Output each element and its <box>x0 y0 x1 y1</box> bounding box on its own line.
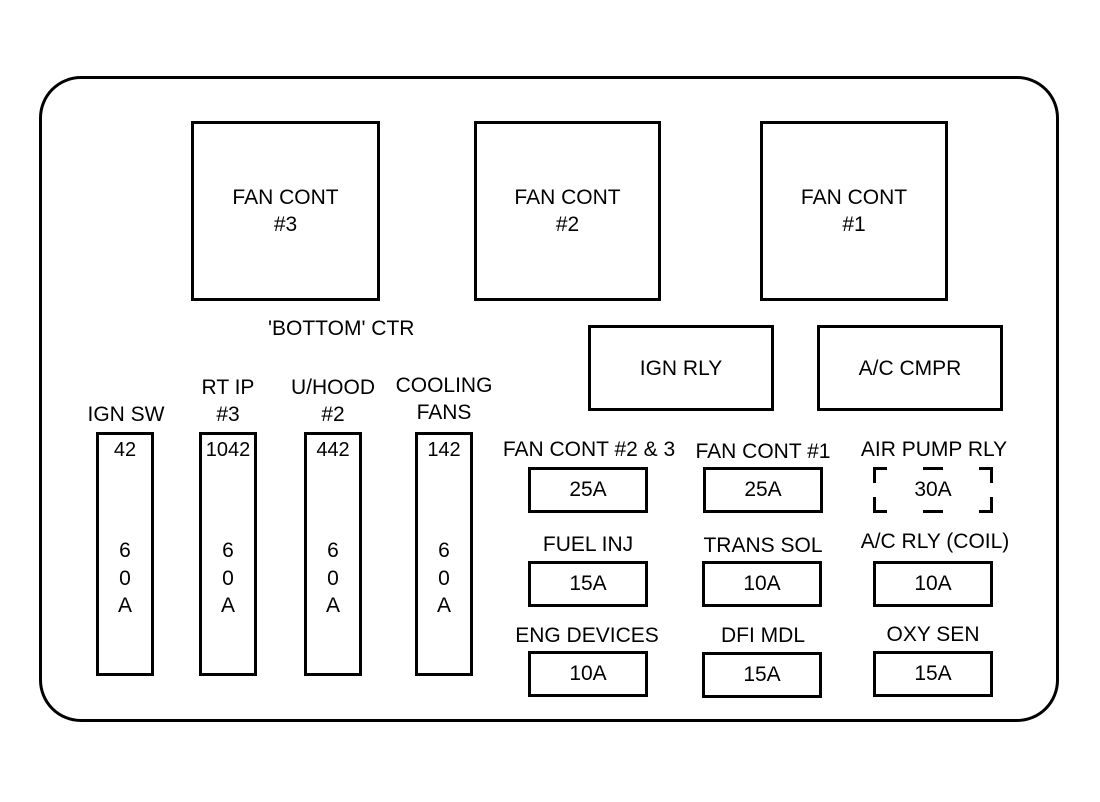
mini-fuse-fan-cont-1: 25A <box>703 467 823 513</box>
rating-char: 6 <box>222 539 234 562</box>
relay-ign: IGN RLY <box>588 325 774 411</box>
fuse-label-trans-sol: TRANS SOL <box>703 534 823 557</box>
title-line-1 <box>75 374 177 401</box>
fuse-label-eng-devices: ENG DEVICES <box>515 624 659 647</box>
relay-number: #3 <box>273 213 298 236</box>
title-line-2: FANS <box>416 401 472 424</box>
fuse-rating: 25A <box>569 478 607 501</box>
mini-fuse-eng-devices: 10A <box>528 651 648 697</box>
maxi-fuse-title: IGN SW <box>75 374 177 428</box>
fuse-code: 1042 <box>205 439 251 461</box>
fuse-rating: 10A <box>914 572 952 595</box>
title-line-2: #3 <box>216 403 240 426</box>
rating-char: A <box>436 594 451 617</box>
fuse-code: 442 <box>316 439 350 461</box>
mini-fuse-air-pump-rly-empty-slot: 30A <box>873 467 993 513</box>
fuse-label-fan-cont-2-3: FAN CONT #2 & 3 <box>502 438 676 461</box>
mini-fuse-fan-cont-2-3: 25A <box>528 467 648 513</box>
relay-ac-cmpr: A/C CMPR <box>817 325 1003 411</box>
maxi-fuse-title: COOLING FANS <box>388 372 500 426</box>
relay-label: IGN RLY <box>639 356 723 380</box>
fuse-code: 42 <box>113 439 137 461</box>
fuse-rating: 10A <box>743 572 781 595</box>
fuse-label-oxy-sen: OXY SEN <box>886 623 980 646</box>
dashed-slot-outline <box>873 467 993 513</box>
fuse-label-dfi-mdl: DFI MDL <box>721 624 805 647</box>
title-line-2: #2 <box>321 403 345 426</box>
mini-fuse-ac-rly-coil: 10A <box>873 561 993 607</box>
rating-char: A <box>325 594 340 617</box>
rating-char: 6 <box>327 539 339 562</box>
rating-char: 6 <box>119 539 131 562</box>
fuse-label-air-pump-rly: AIR PUMP RLY <box>860 438 1008 461</box>
relay-number: #1 <box>842 213 866 236</box>
rating-char: 0 <box>327 566 339 590</box>
title-line-2: IGN SW <box>87 403 165 426</box>
fuse-label-fan-cont-1: FAN CONT #1 <box>695 440 831 463</box>
maxi-fuse-cooling-fans: 142 6 0 A <box>415 432 473 676</box>
title-line-1: RT IP <box>201 376 255 399</box>
rating-char: 0 <box>119 566 131 590</box>
fuse-rating: 6 0 A <box>99 537 151 620</box>
rating-char: A <box>220 594 235 617</box>
maxi-fuse-title: U/HOOD #2 <box>278 374 388 428</box>
mini-fuse-trans-sol: 10A <box>702 561 822 607</box>
mini-fuse-fuel-inj: 15A <box>528 561 648 607</box>
maxi-fuse-rt-ip-3: 1042 6 0 A <box>199 432 257 676</box>
title-line-1: U/HOOD <box>291 376 375 399</box>
mini-fuse-dfi-mdl: 15A <box>702 652 822 698</box>
bottom-ctr-label: 'BOTTOM' CTR <box>268 317 415 340</box>
fuse-rating: 30A <box>914 478 952 501</box>
relay-number: #2 <box>555 213 580 236</box>
maxi-fuse-ign-sw: 42 6 0 A <box>96 432 154 676</box>
relay-fan-cont-2: FAN CONT #2 <box>474 121 661 301</box>
fuse-rating: 15A <box>743 663 781 686</box>
fuse-code: 142 <box>427 439 461 461</box>
relay-label: FAN CONT <box>232 186 339 209</box>
relay-label: FAN CONT <box>514 186 621 209</box>
rating-char: A <box>117 594 132 617</box>
relay-fan-cont-3: FAN CONT #3 <box>191 121 380 301</box>
fuse-rating: 15A <box>914 662 952 685</box>
relay-label: FAN CONT <box>800 186 908 209</box>
fuse-rating: 10A <box>569 662 607 685</box>
maxi-fuse-u-hood-2: 442 6 0 A <box>304 432 362 676</box>
fuse-rating: 25A <box>744 478 782 501</box>
fuse-block-outline <box>39 76 1059 722</box>
title-line-1: COOLING <box>395 374 493 397</box>
fuse-label-fuel-inj: FUEL INJ <box>542 533 634 556</box>
fuse-rating: 6 0 A <box>307 537 359 620</box>
rating-char: 6 <box>438 539 450 562</box>
maxi-fuse-title: RT IP #3 <box>178 374 278 428</box>
fuse-label-ac-rly-coil: A/C RLY (COIL) <box>860 530 1010 553</box>
relay-label: A/C CMPR <box>858 356 962 380</box>
rating-char: 0 <box>438 566 450 590</box>
mini-fuse-oxy-sen: 15A <box>873 651 993 697</box>
fuse-rating: 6 0 A <box>418 537 470 620</box>
fuse-rating: 15A <box>569 572 607 595</box>
fuse-rating: 6 0 A <box>202 537 254 620</box>
relay-fan-cont-1: FAN CONT #1 <box>760 121 948 301</box>
rating-char: 0 <box>222 566 234 590</box>
